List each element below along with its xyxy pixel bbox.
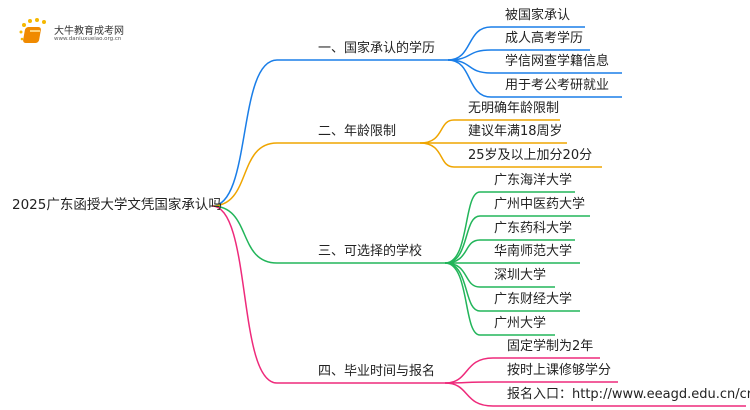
leaf-connector xyxy=(444,357,600,384)
logo-name: 大牛教育成考网 xyxy=(54,26,124,37)
branch-connector xyxy=(211,142,420,207)
leaf-topic: 25岁及以上加分20分 xyxy=(468,148,593,163)
leaf-topic: 成人高考学历 xyxy=(505,31,584,46)
root-topic: 2025广东函授大学文凭国家承认吗 xyxy=(12,197,222,213)
branch-connector xyxy=(211,205,445,384)
leaf-topic: 学信网查学籍信息 xyxy=(505,54,610,69)
leaf-topic: 固定学制为2年 xyxy=(507,339,594,354)
leaf-connector xyxy=(447,59,622,98)
leaf-connector xyxy=(444,381,618,384)
leaf-connector xyxy=(447,59,622,74)
leaf-connector xyxy=(447,26,585,61)
branch-connector xyxy=(211,205,445,264)
leaf-connector xyxy=(419,119,560,144)
leaf-topic: 华南师范大学 xyxy=(494,244,573,259)
logo: 大牛教育成考网 www.daniuxueiao.org.cn xyxy=(18,18,124,50)
leaf-topic: 广州大学 xyxy=(494,316,547,331)
leaf-connector xyxy=(444,215,590,264)
leaf-connector xyxy=(444,262,555,288)
leaf-topic: 广州中医药大学 xyxy=(494,197,586,212)
leaf-topic: 广东财经大学 xyxy=(494,292,573,307)
branch-topic: 一、国家承认的学历 xyxy=(318,41,436,56)
branch-topic: 三、可选择的学校 xyxy=(318,244,423,259)
leaf-connector xyxy=(444,191,575,264)
branch-topic: 二、年龄限制 xyxy=(318,124,397,139)
book-logo-icon xyxy=(19,18,46,43)
leaf-topic: 按时上课修够学分 xyxy=(507,363,612,378)
leaf-connector xyxy=(444,382,746,407)
leaf-connector xyxy=(444,239,575,264)
leaf-topic: 广东海洋大学 xyxy=(494,173,573,188)
leaf-connector xyxy=(419,142,602,168)
leaf-topic: 建议年满18周岁 xyxy=(468,124,563,139)
leaf-topic: 无明确年龄限制 xyxy=(468,101,560,116)
leaf-topic: 广东药科大学 xyxy=(494,221,573,236)
leaf-topic: 报名入口：http://www.eeagd.edu.cn/cr xyxy=(507,387,750,402)
leaf-topic: 被国家承认 xyxy=(505,8,571,23)
leaf-topic: 深圳大学 xyxy=(494,268,547,283)
logo-url: www.daniuxueiao.org.cn xyxy=(54,36,122,42)
branch-connector xyxy=(211,59,448,207)
branch-topic: 四、毕业时间与报名 xyxy=(318,364,436,379)
leaf-topic: 用于考公考研就业 xyxy=(505,78,610,93)
leaf-connector xyxy=(444,262,555,336)
